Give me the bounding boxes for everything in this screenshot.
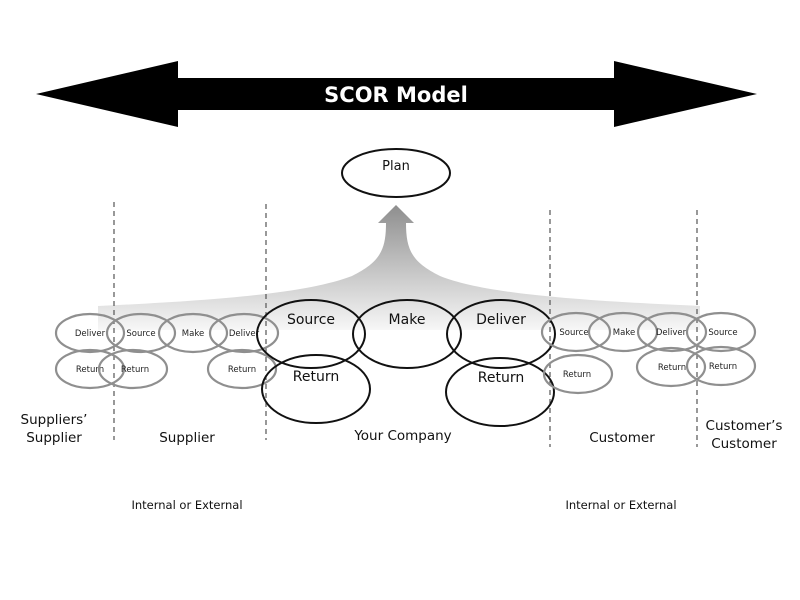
region-label-supplier: Supplier [159,430,215,446]
region-label-suppliers-supplier-2: Supplier [26,430,82,446]
process-return[interactable] [206,348,278,390]
process-source[interactable] [685,311,757,353]
process-make[interactable] [587,311,659,353]
double-arrow-icon [36,61,757,127]
process-source[interactable] [105,312,177,354]
process-label: Deliver [656,328,687,338]
process-deliver[interactable] [208,312,280,354]
process-return[interactable] [54,348,126,390]
plan-ellipse [341,148,451,198]
scor-banner: SCOR Model [36,61,757,127]
supplier-group: Source Make Deliver Return Return [97,312,280,390]
region-label-your-company: Your Company [353,428,451,444]
process-label: Deliver [476,312,526,328]
banner-title: SCOR Model [324,83,468,107]
up-arrow-icon [98,205,700,330]
process-deliver[interactable] [636,311,708,353]
process-label: Make [613,328,635,338]
process-return[interactable] [685,345,757,387]
process-label: Source [708,328,737,338]
region-label-suppliers-supplier-1: Suppliers’ [21,412,88,428]
process-label: Make [182,329,204,339]
process-label: Return [228,365,256,375]
process-label: Source [126,329,155,339]
process-deliver[interactable] [54,312,126,354]
process-label: Return [76,365,104,375]
process-label: Deliver [75,329,106,339]
process-deliver[interactable] [446,299,556,369]
process-source[interactable] [256,299,366,369]
process-return[interactable] [635,346,707,388]
process-label: Make [389,312,426,328]
region-label-customers-customer-1: Customer’s [706,418,783,434]
process-label: Source [287,312,335,328]
process-source[interactable] [540,311,612,353]
plan-process[interactable]: Plan [341,148,451,198]
process-return[interactable] [261,354,371,424]
region-label-customer: Customer [589,430,655,446]
plan-label: Plan [382,159,410,174]
process-label: Return [563,370,591,380]
process-make[interactable] [157,312,229,354]
note-internal-external-left: Internal or External [131,498,242,512]
process-return[interactable] [542,353,614,395]
process-label: Deliver [229,329,260,339]
process-label: Return [709,362,737,372]
process-label: Source [559,328,588,338]
process-label: Return [478,370,524,386]
note-internal-external-right: Internal or External [565,498,676,512]
process-return[interactable] [445,357,555,427]
customers-customer-group: Source Return [685,311,757,387]
process-make[interactable] [352,299,462,369]
your-company-group: Source Make Deliver Return Return [256,299,556,427]
process-label: Return [293,369,339,385]
process-label: Return [658,363,686,373]
region-label-customers-customer-2: Customer [711,436,777,452]
suppliers-supplier-group: Deliver Return [54,312,126,390]
process-label: Return [121,365,149,375]
customer-group: Source Make Deliver Return Return [540,311,708,395]
process-return[interactable] [97,348,169,390]
